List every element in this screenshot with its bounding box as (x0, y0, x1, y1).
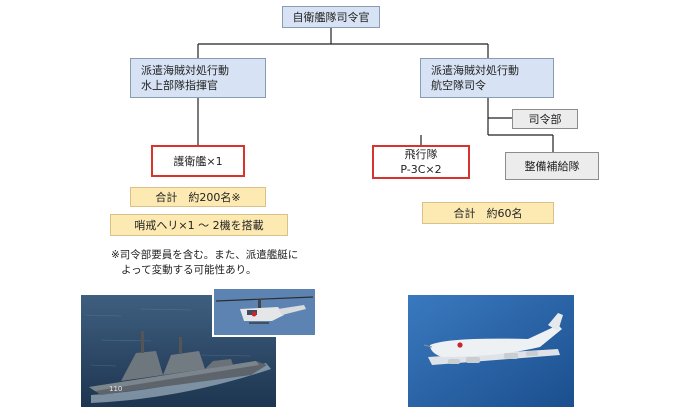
air-total-label: 合計 約60名 (453, 206, 523, 220)
fleet-commander-box: 自衛艦隊司令官 (282, 6, 380, 28)
air-total-box: 合計 約60名 (422, 202, 554, 224)
surface-unit-commander-box: 派遣海賊対処行動 水上部隊指揮官 (130, 58, 266, 98)
p3c-aircraft-photo (408, 295, 574, 407)
maintenance-box: 整備補給隊 (505, 152, 599, 180)
helicopter-photo (212, 287, 317, 337)
air-commander-line1: 派遣海賊対処行動 (431, 64, 519, 77)
surface-commander-line1: 派遣海賊対処行動 (141, 64, 229, 77)
surface-total-label: 合計 約200名※ (155, 190, 241, 204)
surface-total-box: 合計 約200名※ (130, 187, 266, 207)
footnote: ※司令部要員を含む。また、派遣艦艇に よって変動する可能性あり。 (111, 248, 298, 278)
footnote-line2: よって変動する可能性あり。 (121, 264, 257, 276)
footnote-line1: ※司令部要員を含む。また、派遣艦艇に (111, 249, 299, 261)
escort-ship-label: 護衛艦×1 (173, 154, 223, 168)
flight-squadron-line2: P-3C×2 (400, 163, 442, 176)
helicopter-box: 哨戒ヘリ×1 ～ 2機を搭載 (110, 214, 288, 236)
flight-squadron-line1: 飛行隊 (404, 148, 438, 161)
hq-label: 司令部 (528, 112, 562, 126)
surface-commander-line2: 水上部隊指揮官 (141, 79, 218, 92)
air-commander-line2: 航空隊司令 (431, 79, 486, 92)
fleet-commander-label: 自衛艦隊司令官 (292, 10, 370, 24)
air-unit-commander-box: 派遣海賊対処行動 航空隊司令 (420, 58, 554, 98)
maintenance-label: 整備補給隊 (524, 159, 580, 173)
helicopter-label: 哨戒ヘリ×1 ～ 2機を搭載 (134, 218, 264, 232)
flight-squadron-box: 飛行隊 P-3C×2 (372, 145, 470, 179)
hq-box: 司令部 (512, 109, 578, 129)
hull-number: 110 (109, 385, 122, 393)
escort-ship-box: 護衛艦×1 (151, 145, 245, 177)
